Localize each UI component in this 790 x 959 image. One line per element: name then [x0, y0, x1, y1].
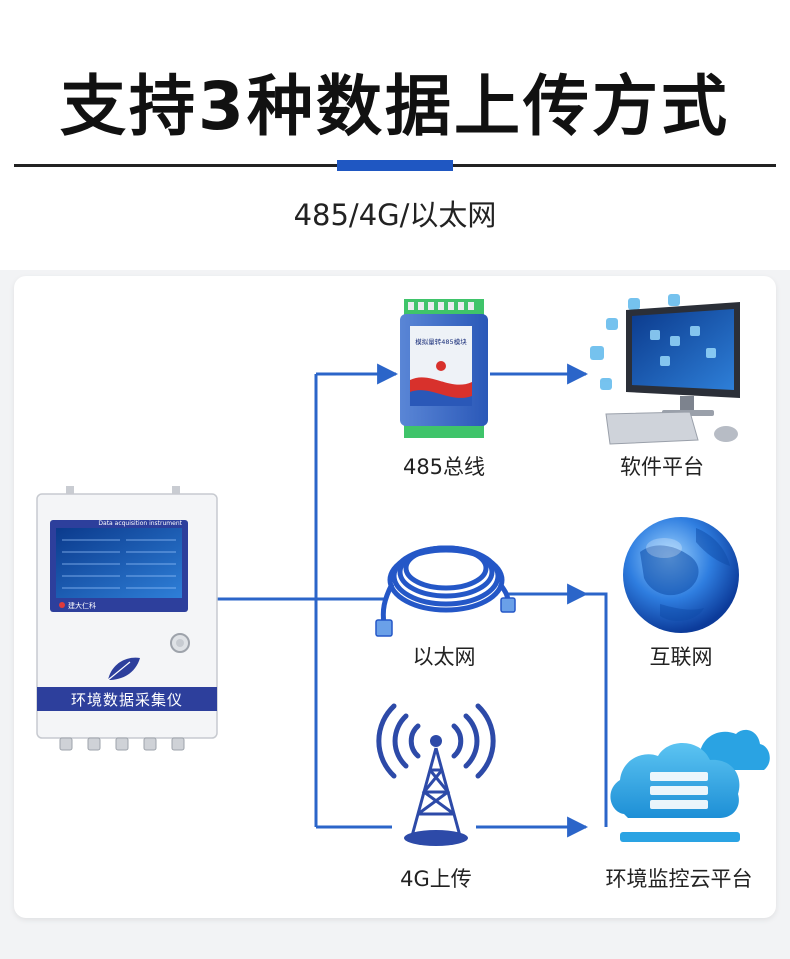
globe-icon: [623, 517, 739, 633]
page-title: 支持3种数据上传方式: [60, 68, 730, 145]
label-ethernet: 以太网: [413, 645, 476, 669]
device-panel-label: 环境数据采集仪: [71, 691, 183, 709]
label-internet: 互联网: [650, 645, 713, 669]
line-right-trunk: [530, 592, 608, 827]
label-485: 485总线: [403, 455, 485, 479]
rj45-connector-icon: [375, 597, 516, 637]
leaf-icon: [108, 657, 140, 680]
computer-icon: [590, 294, 740, 445]
label-4g: 4G上传: [400, 867, 472, 891]
rs485-module-icon: 模拟量转485模块: [400, 299, 488, 438]
label-cloud: 环境监控云平台: [606, 867, 753, 891]
label-software: 软件平台: [620, 455, 704, 479]
device-logo-icon: [59, 602, 65, 608]
cloud-server-icon: [610, 729, 770, 842]
title-divider-accent: [337, 160, 453, 171]
connection-lines: [216, 363, 608, 838]
cell-tower-icon: [376, 703, 496, 846]
page-subtitle: 485/4G/以太网: [293, 198, 497, 232]
module-text: 模拟量转485模块: [415, 337, 467, 346]
header-band: [0, 0, 790, 270]
device-screen-title: Data acquisition instrument: [98, 520, 182, 527]
data-acquisition-device: Data acquisition instrument 建大仁科 环境数据采集仪: [36, 486, 218, 751]
ethernet-cable-icon: [380, 545, 511, 625]
cable-glands: [59, 737, 185, 751]
device-logo-text: 建大仁科: [68, 601, 96, 610]
